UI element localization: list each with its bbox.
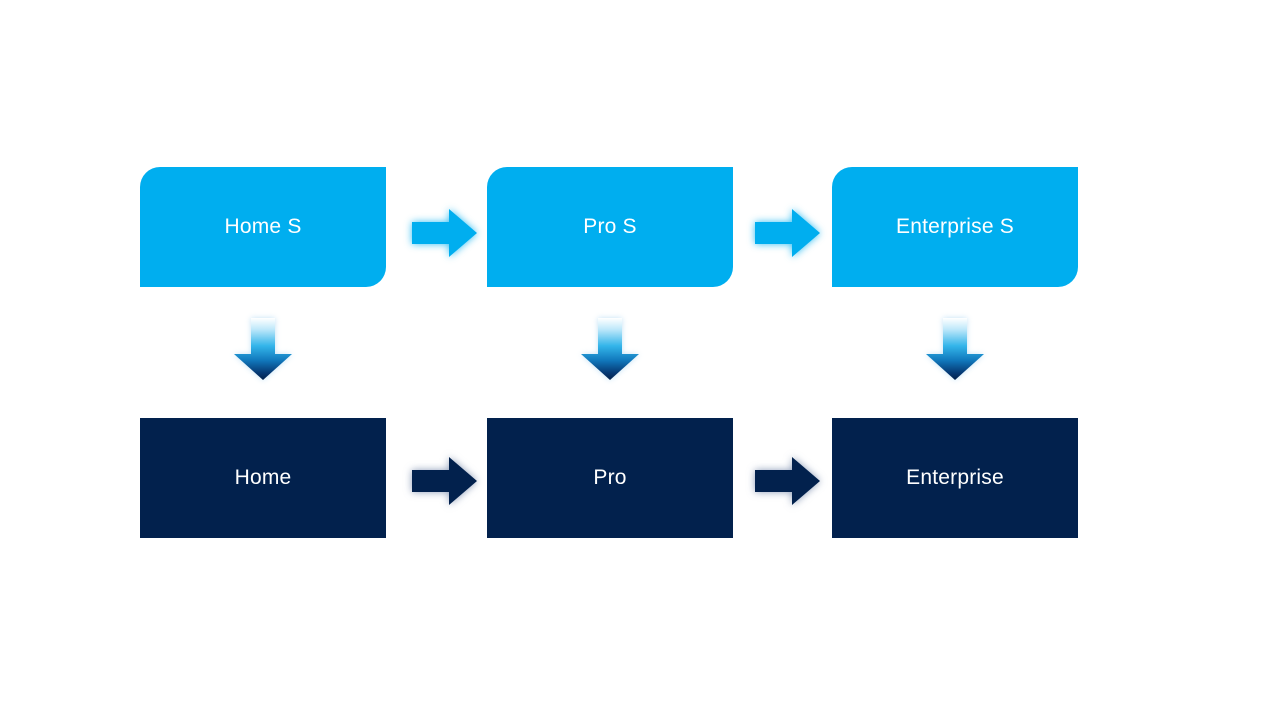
right-arrow-icon — [755, 209, 820, 257]
node-pro-s: Pro S — [487, 167, 733, 287]
node-enterprise-s: Enterprise S — [832, 167, 1078, 287]
right-arrow-icon — [755, 457, 820, 505]
node-home: Home — [140, 418, 386, 538]
node-label: Home S — [224, 215, 302, 238]
node-label: Pro — [593, 466, 627, 489]
down-arrow-icon — [234, 318, 292, 380]
right-arrow-icon — [412, 209, 477, 257]
node-label: Home — [234, 466, 292, 489]
node-label: Enterprise S — [896, 215, 1014, 238]
right-arrow-icon — [412, 457, 477, 505]
down-arrow-icon — [926, 318, 984, 380]
node-pro: Pro — [487, 418, 733, 538]
node-label: Enterprise — [906, 466, 1004, 489]
down-arrow-icon — [581, 318, 639, 380]
node-home-s: Home S — [140, 167, 386, 287]
node-label: Pro S — [583, 215, 637, 238]
node-enterprise: Enterprise — [832, 418, 1078, 538]
